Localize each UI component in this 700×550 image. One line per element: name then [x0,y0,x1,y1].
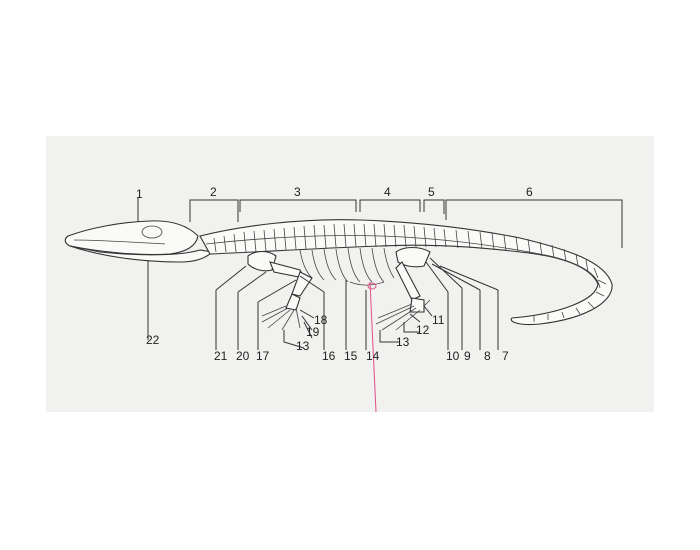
label-16: 16 [322,349,336,363]
hind-limb [375,246,431,331]
label-13-fore: 13 [296,339,310,353]
label-20: 20 [236,349,250,363]
label-17: 17 [256,349,270,363]
vertebral-column [199,219,613,326]
label-18: 18 [314,313,328,327]
label-9: 9 [464,349,471,363]
label-7: 7 [502,349,509,363]
leader-lines [147,257,499,350]
label-22: 22 [146,333,160,347]
label-4: 4 [384,185,391,199]
label-11: 11 [432,313,445,327]
marker-line [367,281,377,413]
fore-limb [247,250,313,331]
ribs [299,247,395,286]
label-19: 19 [306,325,320,339]
label-15: 15 [344,349,358,363]
label-1: 1 [136,187,143,201]
label-14: 14 [366,349,380,363]
label-8: 8 [484,349,491,363]
label-21: 21 [214,349,228,363]
labels: 1 2 3 4 5 6 7 8 9 10 11 12 13 13 14 15 1… [136,185,533,363]
diagram-sheet [46,136,654,412]
label-12: 12 [416,323,430,337]
region-brackets [137,198,623,248]
label-2: 2 [210,185,217,199]
label-3: 3 [294,185,301,199]
label-6: 6 [526,185,533,199]
label-10: 10 [446,349,460,363]
label-13-hind: 13 [396,335,410,349]
skull [64,220,214,263]
label-5: 5 [428,185,435,199]
